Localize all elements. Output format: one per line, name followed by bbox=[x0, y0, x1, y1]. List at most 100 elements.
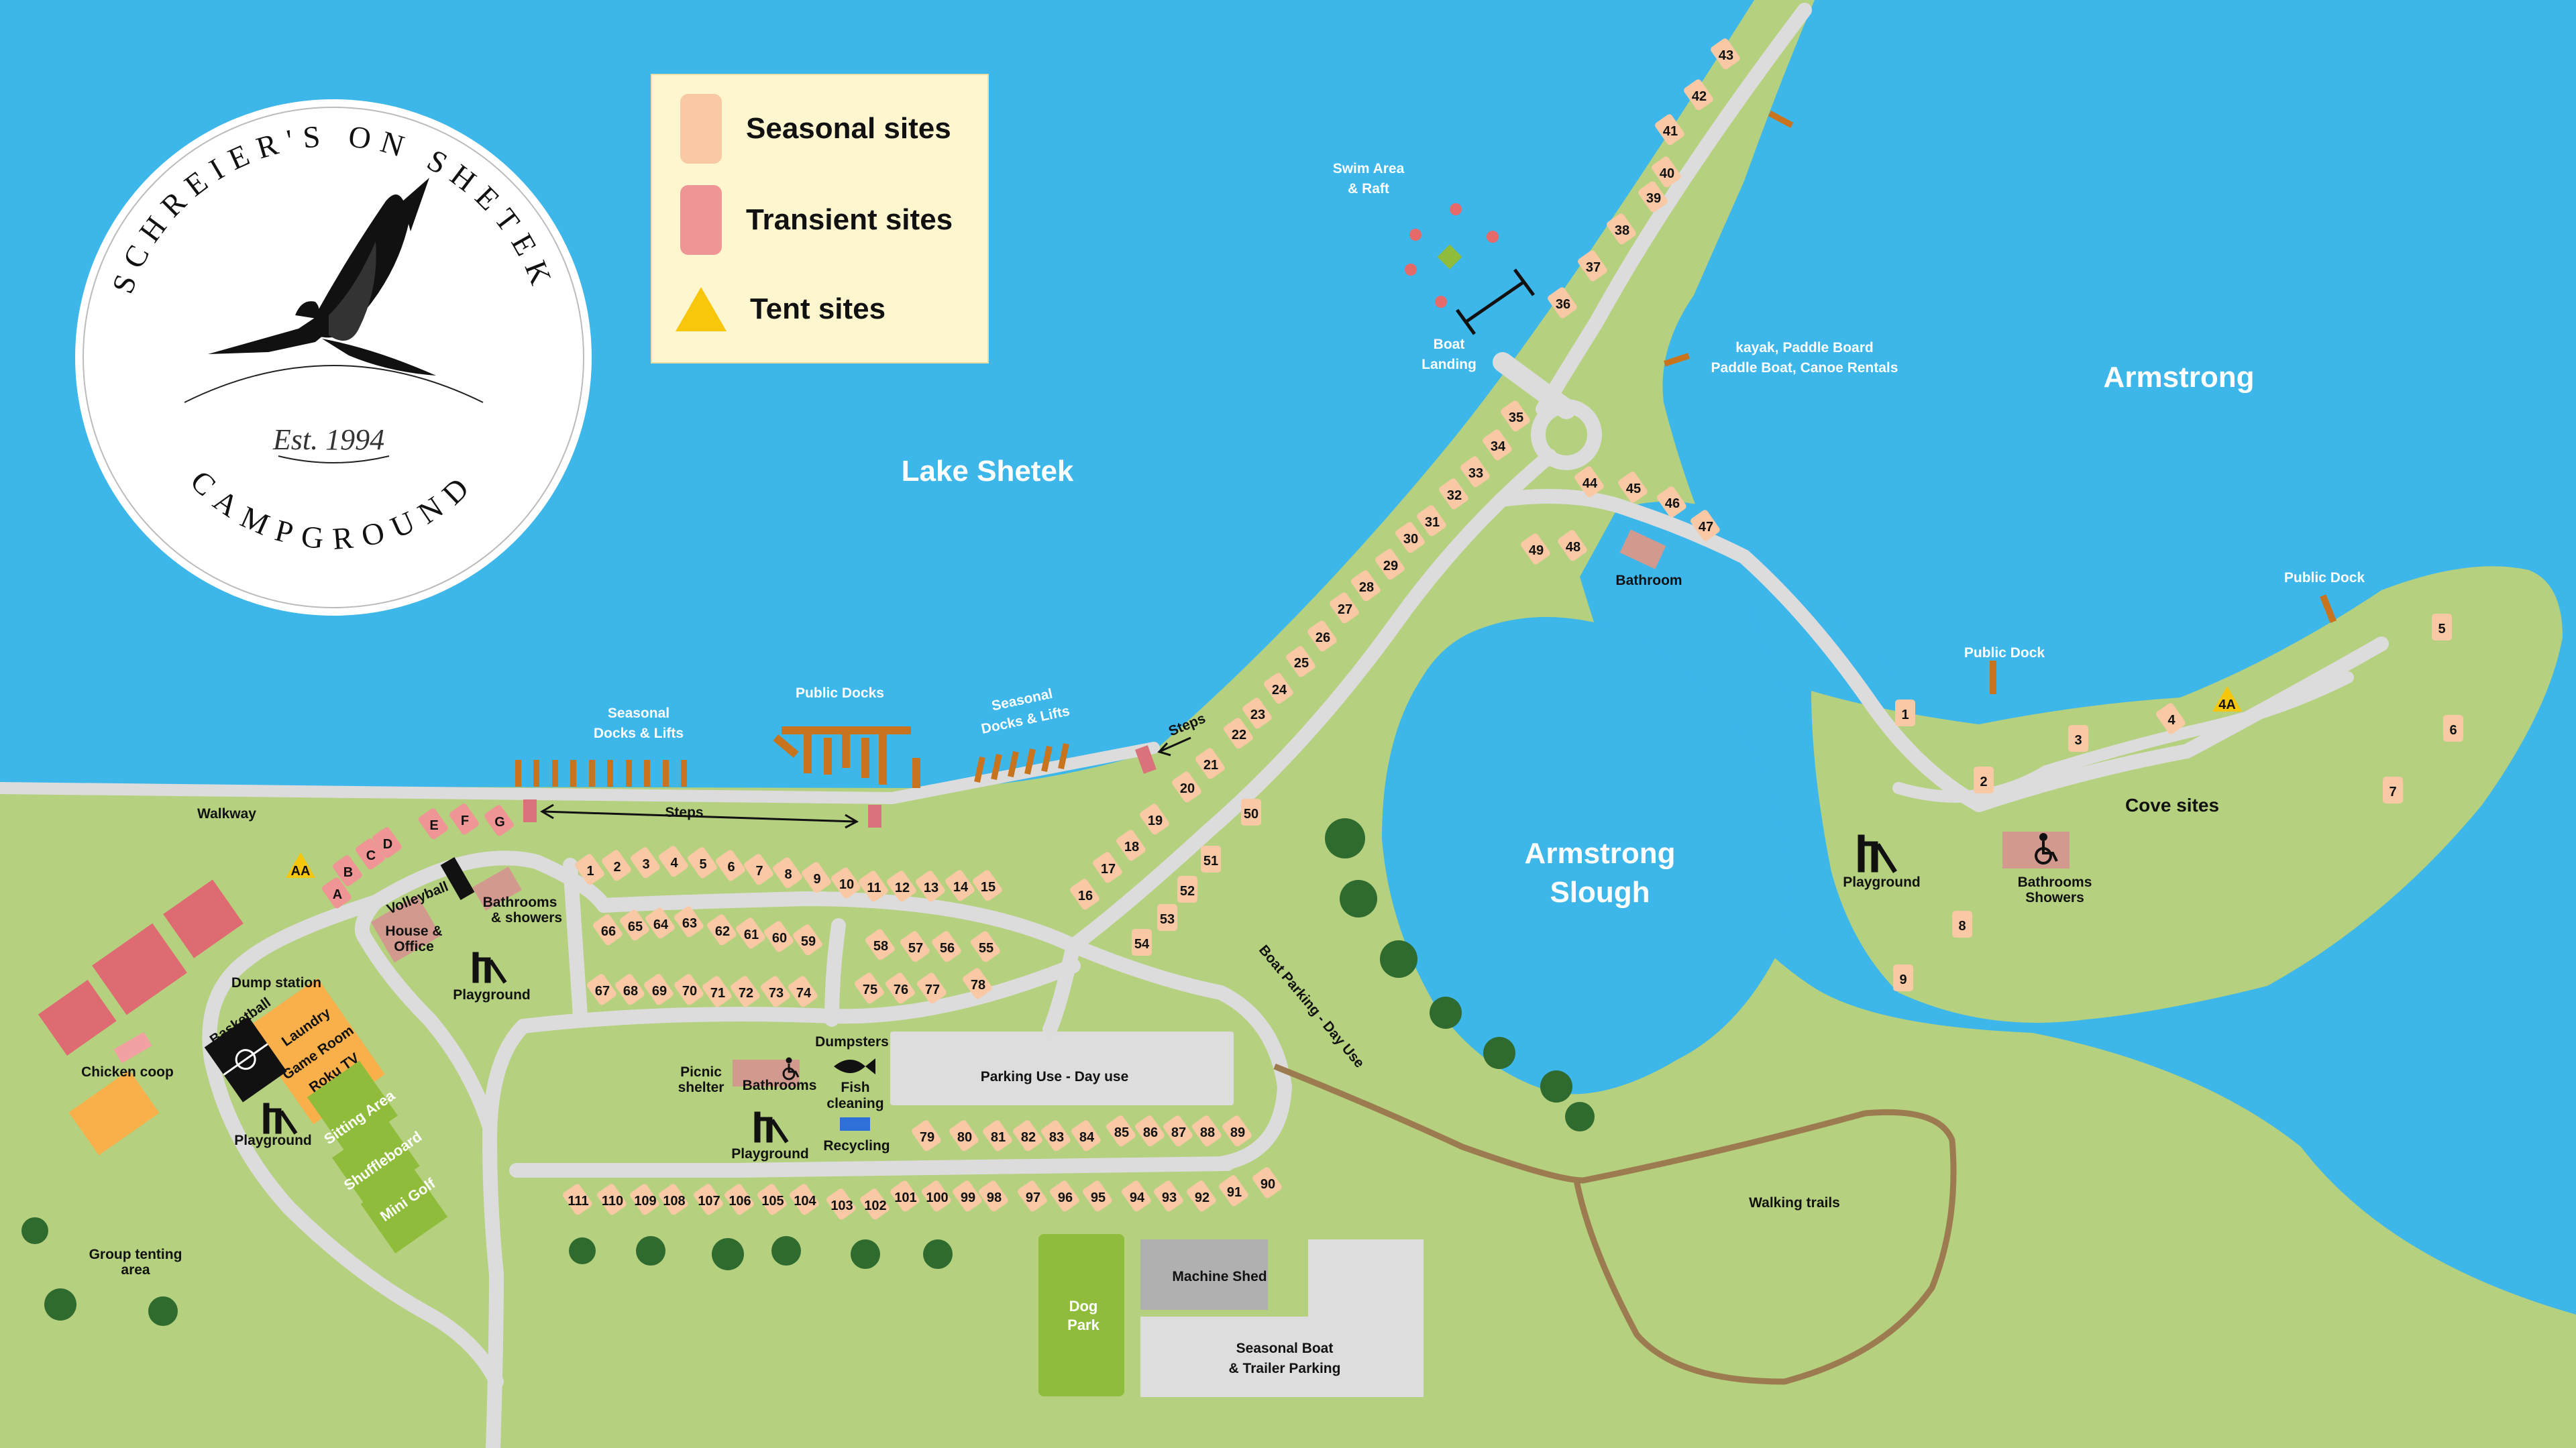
seasonal-site-7[interactable]: 7 bbox=[2383, 777, 2403, 803]
seasonal-site-86[interactable]: 86 bbox=[1134, 1114, 1166, 1148]
seasonal-site-19[interactable]: 19 bbox=[1138, 802, 1171, 836]
seasonal-site-5[interactable]: 5 bbox=[2432, 614, 2452, 641]
seasonal-site-47[interactable]: 47 bbox=[1689, 508, 1721, 542]
seasonal-site-94[interactable]: 94 bbox=[1120, 1179, 1152, 1213]
seasonal-site-28[interactable]: 28 bbox=[1350, 569, 1382, 602]
seasonal-site-13[interactable]: 13 bbox=[914, 869, 947, 903]
seasonal-site-51[interactable]: 51 bbox=[1201, 846, 1221, 873]
seasonal-site-44[interactable]: 44 bbox=[1573, 465, 1605, 498]
transient-site-E[interactable]: E bbox=[417, 807, 449, 840]
seasonal-site-74[interactable]: 74 bbox=[787, 974, 819, 1008]
seasonal-site-98[interactable]: 98 bbox=[977, 1179, 1010, 1213]
transient-site-C[interactable]: C bbox=[354, 837, 386, 871]
seasonal-site-105[interactable]: 105 bbox=[756, 1182, 788, 1216]
seasonal-site-25[interactable]: 25 bbox=[1285, 645, 1317, 678]
seasonal-site-9[interactable]: 9 bbox=[800, 860, 833, 894]
seasonal-site-37[interactable]: 37 bbox=[1576, 249, 1609, 282]
seasonal-site-64[interactable]: 64 bbox=[644, 906, 676, 940]
seasonal-site-22[interactable]: 22 bbox=[1222, 716, 1254, 750]
seasonal-site-89[interactable]: 89 bbox=[1221, 1114, 1253, 1148]
seasonal-site-111[interactable]: 111 bbox=[561, 1182, 594, 1216]
seasonal-site-79[interactable]: 79 bbox=[910, 1119, 943, 1152]
seasonal-site-27[interactable]: 27 bbox=[1328, 591, 1360, 624]
transient-site-B[interactable]: B bbox=[331, 854, 364, 887]
seasonal-site-15[interactable]: 15 bbox=[971, 869, 1004, 902]
seasonal-site-81[interactable]: 81 bbox=[981, 1119, 1014, 1152]
seasonal-site-54[interactable]: 54 bbox=[1132, 929, 1152, 956]
seasonal-site-90[interactable]: 90 bbox=[1251, 1166, 1283, 1199]
seasonal-site-7[interactable]: 7 bbox=[743, 852, 775, 886]
seasonal-site-2[interactable]: 2 bbox=[600, 848, 633, 882]
seasonal-site-91[interactable]: 91 bbox=[1218, 1174, 1250, 1207]
seasonal-site-85[interactable]: 85 bbox=[1105, 1114, 1137, 1148]
seasonal-site-3[interactable]: 3 bbox=[2068, 725, 2088, 752]
seasonal-site-1[interactable]: 1 bbox=[1895, 700, 1915, 726]
seasonal-site-62[interactable]: 62 bbox=[706, 913, 738, 946]
seasonal-site-23[interactable]: 23 bbox=[1241, 696, 1273, 730]
seasonal-site-14[interactable]: 14 bbox=[944, 869, 976, 902]
seasonal-site-42[interactable]: 42 bbox=[1682, 78, 1715, 111]
seasonal-site-108[interactable]: 108 bbox=[657, 1182, 690, 1216]
seasonal-site-38[interactable]: 38 bbox=[1605, 212, 1638, 245]
seasonal-site-76[interactable]: 76 bbox=[884, 971, 916, 1005]
seasonal-site-1[interactable]: 1 bbox=[574, 852, 606, 886]
seasonal-site-6[interactable]: 6 bbox=[2443, 715, 2463, 742]
transient-site-F[interactable]: F bbox=[448, 802, 480, 836]
seasonal-site-80[interactable]: 80 bbox=[948, 1119, 980, 1152]
seasonal-site-36[interactable]: 36 bbox=[1546, 286, 1578, 319]
seasonal-site-5[interactable]: 5 bbox=[686, 846, 718, 879]
seasonal-site-46[interactable]: 46 bbox=[1656, 485, 1688, 518]
seasonal-site-78[interactable]: 78 bbox=[961, 966, 994, 1000]
seasonal-site-3[interactable]: 3 bbox=[629, 846, 661, 879]
seasonal-site-57[interactable]: 57 bbox=[899, 930, 931, 963]
seasonal-site-95[interactable]: 95 bbox=[1081, 1179, 1114, 1213]
seasonal-site-67[interactable]: 67 bbox=[586, 972, 618, 1006]
seasonal-site-97[interactable]: 97 bbox=[1016, 1179, 1049, 1213]
transient-site-D[interactable]: D bbox=[371, 826, 403, 859]
transient-site-G[interactable]: G bbox=[483, 803, 515, 837]
seasonal-site-60[interactable]: 60 bbox=[763, 920, 795, 953]
seasonal-site-4[interactable]: 4 bbox=[657, 844, 690, 878]
seasonal-site-49[interactable]: 49 bbox=[1519, 532, 1552, 565]
seasonal-site-20[interactable]: 20 bbox=[1171, 770, 1203, 803]
seasonal-site-48[interactable]: 48 bbox=[1556, 528, 1589, 562]
seasonal-site-109[interactable]: 109 bbox=[629, 1182, 661, 1216]
seasonal-site-107[interactable]: 107 bbox=[692, 1182, 724, 1216]
seasonal-site-63[interactable]: 63 bbox=[673, 905, 705, 938]
seasonal-site-110[interactable]: 110 bbox=[596, 1182, 628, 1216]
seasonal-site-69[interactable]: 69 bbox=[643, 972, 675, 1006]
seasonal-site-72[interactable]: 72 bbox=[729, 974, 761, 1008]
seasonal-site-61[interactable]: 61 bbox=[735, 916, 767, 950]
seasonal-site-75[interactable]: 75 bbox=[853, 971, 885, 1005]
seasonal-site-83[interactable]: 83 bbox=[1040, 1119, 1072, 1152]
seasonal-site-43[interactable]: 43 bbox=[1709, 37, 1741, 70]
seasonal-site-10[interactable]: 10 bbox=[830, 866, 862, 899]
seasonal-site-100[interactable]: 100 bbox=[920, 1179, 953, 1213]
seasonal-site-26[interactable]: 26 bbox=[1306, 619, 1338, 653]
seasonal-site-33[interactable]: 33 bbox=[1459, 455, 1491, 488]
seasonal-site-11[interactable]: 11 bbox=[857, 869, 890, 903]
seasonal-site-87[interactable]: 87 bbox=[1162, 1114, 1194, 1148]
seasonal-site-8[interactable]: 8 bbox=[771, 856, 804, 889]
seasonal-site-103[interactable]: 103 bbox=[825, 1187, 857, 1221]
seasonal-site-18[interactable]: 18 bbox=[1115, 828, 1147, 862]
seasonal-site-88[interactable]: 88 bbox=[1191, 1114, 1223, 1148]
seasonal-site-71[interactable]: 71 bbox=[701, 974, 733, 1008]
seasonal-site-92[interactable]: 92 bbox=[1185, 1179, 1218, 1213]
seasonal-site-21[interactable]: 21 bbox=[1194, 746, 1226, 780]
seasonal-site-65[interactable]: 65 bbox=[619, 908, 651, 942]
seasonal-site-8[interactable]: 8 bbox=[1952, 911, 1972, 938]
seasonal-site-102[interactable]: 102 bbox=[859, 1187, 891, 1221]
seasonal-site-45[interactable]: 45 bbox=[1617, 470, 1649, 504]
seasonal-site-70[interactable]: 70 bbox=[673, 972, 705, 1006]
seasonal-site-53[interactable]: 53 bbox=[1157, 904, 1177, 931]
seasonal-site-34[interactable]: 34 bbox=[1481, 428, 1513, 461]
seasonal-site-16[interactable]: 16 bbox=[1069, 877, 1101, 911]
seasonal-site-55[interactable]: 55 bbox=[969, 930, 1002, 963]
seasonal-site-6[interactable]: 6 bbox=[714, 848, 747, 882]
seasonal-site-35[interactable]: 35 bbox=[1499, 399, 1532, 433]
seasonal-site-4[interactable]: 4 bbox=[2155, 702, 2187, 735]
seasonal-site-101[interactable]: 101 bbox=[889, 1179, 921, 1213]
seasonal-site-40[interactable]: 40 bbox=[1650, 155, 1682, 188]
seasonal-site-30[interactable]: 30 bbox=[1394, 520, 1426, 554]
